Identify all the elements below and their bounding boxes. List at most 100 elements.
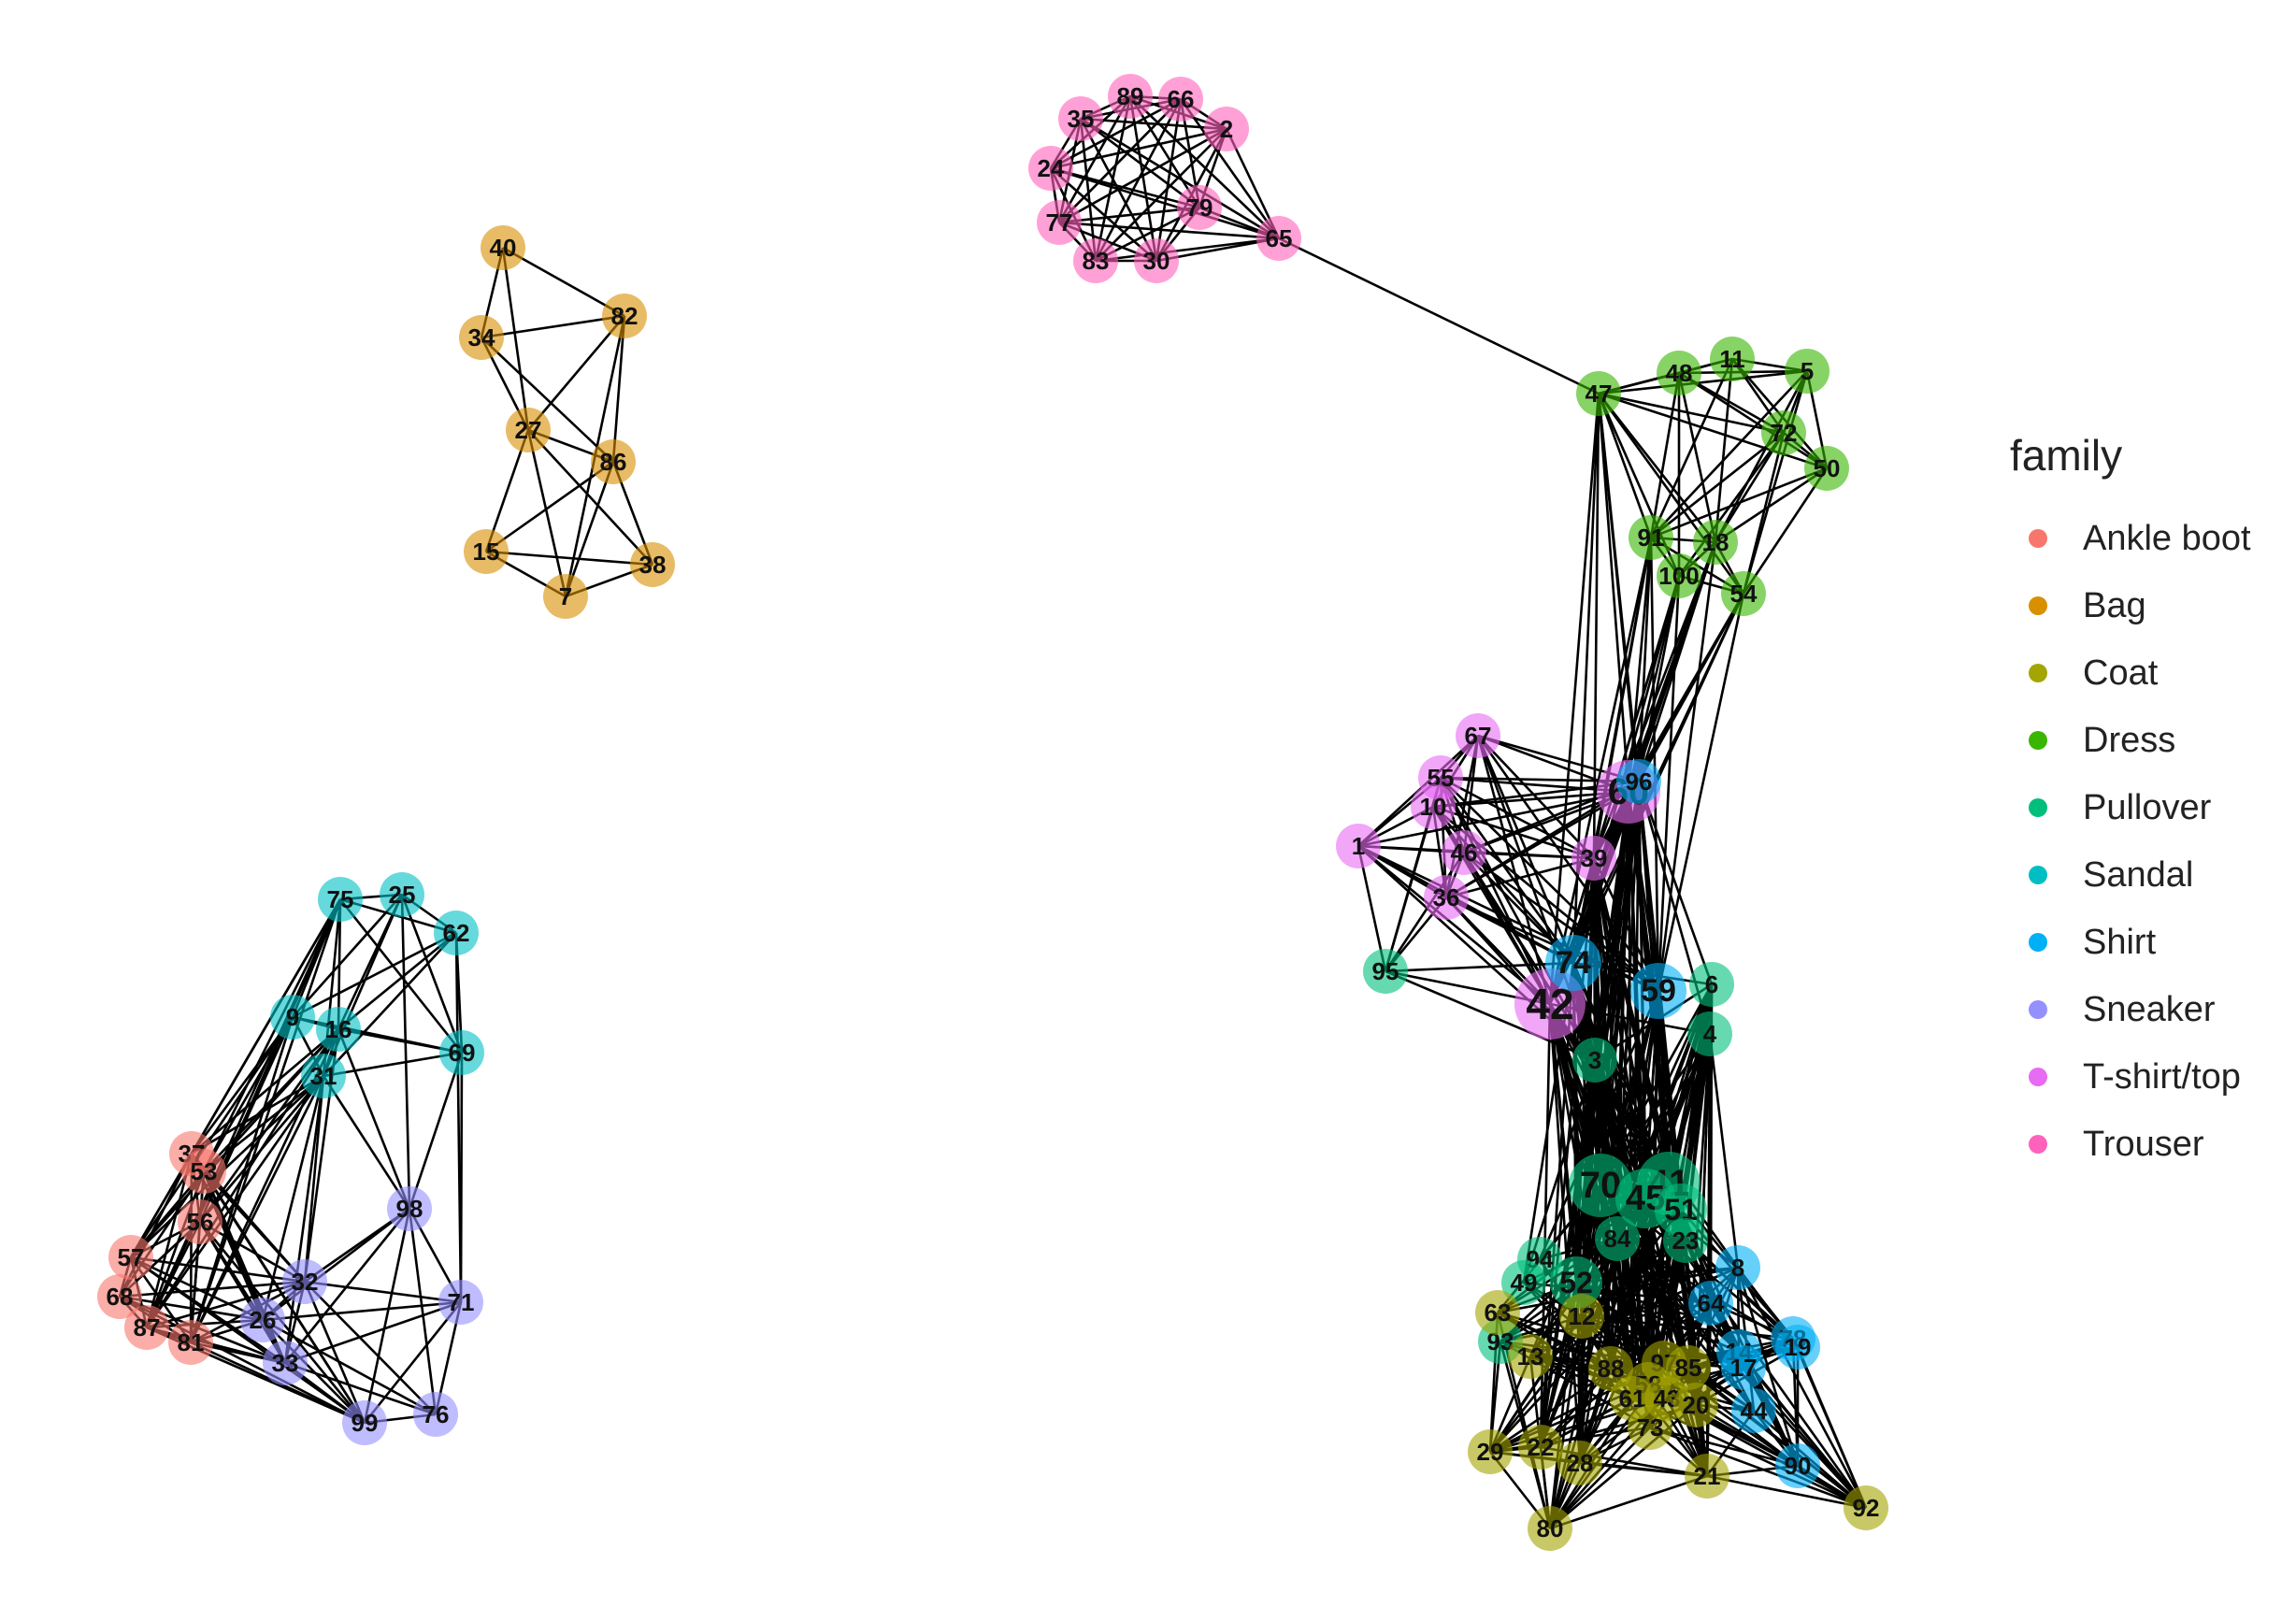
network-node-circle — [1204, 107, 1249, 151]
network-edge — [262, 1318, 437, 1416]
network-edge — [145, 898, 342, 1328]
network-edge — [1687, 1366, 1867, 1510]
network-edge — [527, 315, 625, 431]
network-edge — [1637, 781, 1714, 985]
network-node-label: 30 — [1143, 247, 1170, 275]
network-node-label: 38 — [639, 551, 667, 579]
legend-item: Sneaker — [2001, 976, 2251, 1043]
network-node-label: 68 — [107, 1283, 134, 1311]
network-node: 71 — [438, 1280, 483, 1325]
network-edge — [323, 1051, 463, 1078]
network-edge — [1129, 95, 1280, 239]
network-edge — [1598, 369, 1808, 395]
network-node-label: 4 — [1703, 1020, 1717, 1048]
network-edge — [1677, 372, 1717, 543]
legend-label: T-shirt/top — [2083, 1056, 2241, 1097]
network-node: 10 — [1411, 784, 1456, 829]
network-node-label: 70 — [1580, 1165, 1622, 1206]
network-edge — [304, 1281, 437, 1415]
network-node-label: 56 — [187, 1208, 214, 1236]
legend-swatch — [2029, 529, 2047, 548]
network-node-circle — [1721, 571, 1766, 616]
network-edge — [1678, 371, 1828, 470]
network-edge — [1649, 358, 1734, 538]
network-node: 30 — [1134, 238, 1179, 283]
network-edge — [203, 1170, 306, 1283]
network-node-label: 44 — [1741, 1397, 1768, 1425]
network-edge — [408, 1208, 438, 1415]
network-node-circle — [438, 1280, 483, 1325]
network-node: 65 — [1256, 216, 1301, 261]
network-node-label: 83 — [1083, 247, 1110, 275]
network-node: 21 — [1685, 1454, 1729, 1499]
network-node-label: 99 — [352, 1409, 379, 1437]
network-node-label: 69 — [449, 1039, 476, 1067]
network-edge — [191, 1028, 339, 1155]
network-node: 27 — [506, 408, 551, 452]
network-node: 3 — [1572, 1038, 1617, 1083]
network-node: 33 — [263, 1341, 308, 1385]
network-node: 91 — [1629, 515, 1673, 560]
network-edge — [1539, 1238, 1619, 1448]
network-node-circle — [1630, 963, 1686, 1019]
network-node-label: 92 — [1853, 1494, 1880, 1522]
network-node-circle — [168, 1320, 213, 1365]
network-node-circle — [1158, 77, 1203, 122]
network-edge — [119, 1280, 306, 1298]
network-node-label: 91 — [1638, 524, 1665, 552]
network-edge — [292, 894, 403, 1018]
network-node-circle — [1576, 371, 1621, 416]
network-node-label: 82 — [611, 302, 639, 330]
network-node: 38 — [630, 542, 675, 587]
network-node-circle — [1693, 520, 1738, 565]
network-node-label: 90 — [1785, 1452, 1812, 1480]
network-node-circle — [240, 1298, 285, 1342]
network-node: 72 — [1761, 410, 1806, 455]
network-edge — [1657, 593, 1745, 992]
legend-swatch — [2029, 596, 2047, 615]
network-node: 92 — [1844, 1485, 1888, 1530]
network-edge — [1649, 1426, 1867, 1510]
legend-item: Shirt — [2001, 909, 2251, 976]
network-node: 48 — [1657, 351, 1701, 395]
network-edge — [485, 460, 614, 553]
network-node: 64 — [1688, 1281, 1733, 1326]
network-node-label: 35 — [1068, 105, 1095, 133]
network-edge — [1742, 467, 1829, 595]
network-edge — [1649, 372, 1681, 538]
network-node-circle — [1572, 1038, 1617, 1083]
legend-swatch — [2029, 731, 2047, 750]
network-edge — [323, 932, 457, 1077]
network-node-circle — [1687, 1011, 1732, 1056]
network-node: 84 — [1595, 1216, 1640, 1261]
network-node: 16 — [316, 1007, 361, 1052]
network-node: 9 — [270, 995, 315, 1040]
network-node-label: 3 — [1588, 1046, 1601, 1074]
network-edge — [485, 550, 653, 567]
network-edge — [1548, 1003, 1582, 1464]
network-node-label: 5 — [1801, 357, 1814, 385]
network-edge — [1549, 1427, 1651, 1529]
network-node-circle — [1363, 949, 1408, 994]
network-node: 67 — [1456, 713, 1500, 758]
network-node-circle — [439, 1030, 484, 1075]
network-edge — [1548, 1184, 1602, 1529]
network-node: 86 — [591, 439, 636, 484]
legend-swatch — [2029, 1135, 2047, 1154]
network-edge — [564, 461, 615, 597]
network-node: 62 — [434, 911, 479, 955]
network-node-label: 87 — [134, 1313, 161, 1341]
network-node: 17 — [1721, 1345, 1766, 1390]
network-node: 74 — [1545, 935, 1601, 991]
network-node: 29 — [1468, 1429, 1513, 1474]
network-edge — [502, 246, 625, 318]
network-node-circle — [1475, 1290, 1520, 1335]
network-node-circle — [1785, 349, 1830, 394]
network-node-circle — [342, 1400, 387, 1445]
network-node: 56 — [178, 1199, 222, 1244]
network-edge — [130, 1255, 306, 1284]
network-node: 81 — [168, 1320, 213, 1365]
network-node: 100 — [1657, 553, 1701, 598]
legend-label: Sandal — [2083, 854, 2194, 895]
network-edge — [1742, 370, 1809, 595]
